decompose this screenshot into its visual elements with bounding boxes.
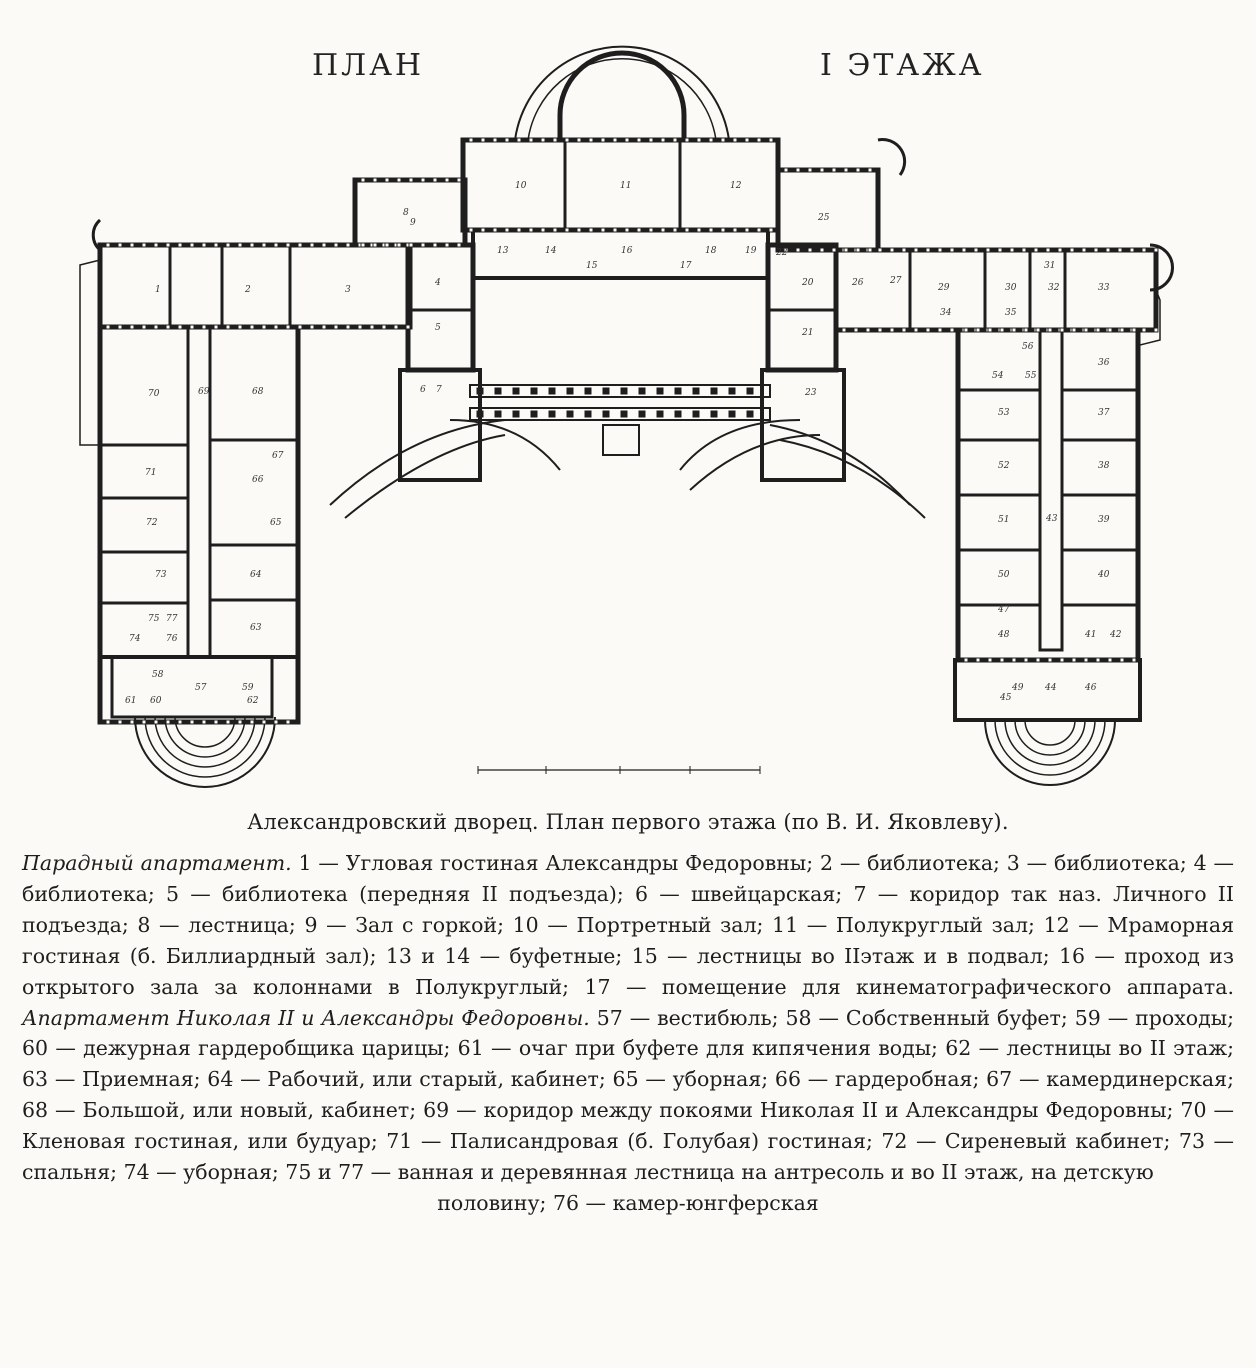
room-number-6: 6 <box>420 385 426 395</box>
room-number-12: 12 <box>730 181 742 191</box>
room-number-62: 62 <box>247 696 259 706</box>
room-number-55: 55 <box>1025 371 1037 381</box>
room-number-50: 50 <box>998 570 1010 580</box>
room-number-27: 27 <box>889 276 902 286</box>
room-number-59: 59 <box>242 683 254 693</box>
room-number-26: 26 <box>851 278 864 288</box>
room-number-76: 76 <box>166 634 178 644</box>
room-number-22: 22 <box>775 248 788 258</box>
room-number-65: 65 <box>270 518 282 528</box>
room-number-15: 15 <box>586 261 598 271</box>
room-number-47: 47 <box>997 605 1010 615</box>
room-number-69: 69 <box>198 387 210 397</box>
room-number-43: 43 <box>1045 514 1058 524</box>
room-number-44: 44 <box>1044 683 1057 693</box>
legend-text-private-apartment: 57 — вестибюль; 58 — Собственный буфет; … <box>22 1005 1234 1185</box>
figure-caption: Александровский дворец. План первого эта… <box>247 810 1009 834</box>
room-number-1: 1 <box>155 285 161 295</box>
room-number-10: 10 <box>515 181 527 191</box>
room-number-49: 49 <box>1011 683 1024 693</box>
room-number-17: 17 <box>680 261 692 271</box>
room-number-73: 73 <box>155 570 167 580</box>
room-number-37: 37 <box>1098 408 1110 418</box>
room-number-5: 5 <box>435 323 441 333</box>
room-number-4: 4 <box>434 278 441 288</box>
legend-text-state-apartment: 1 — Угловая гостиная Александры Федоровн… <box>22 851 1234 999</box>
room-number-29: 29 <box>937 283 950 293</box>
room-number-8: 8 <box>403 208 409 218</box>
room-number-41: 41 <box>1084 630 1096 640</box>
room-number-14: 14 <box>545 246 557 256</box>
room-number-18: 18 <box>705 246 717 256</box>
room-number-40: 40 <box>1097 570 1110 580</box>
room-number-51: 51 <box>998 515 1009 525</box>
room-number-70: 70 <box>148 389 160 399</box>
room-number-20: 20 <box>801 278 814 288</box>
room-number-32: 32 <box>1048 283 1060 293</box>
room-number-42: 42 <box>1109 630 1122 640</box>
room-number-71: 71 <box>145 468 156 478</box>
room-number-63: 63 <box>250 623 262 633</box>
room-number-13: 13 <box>497 246 509 256</box>
room-legend: Парадный апартамент. 1 — Угловая гостина… <box>22 848 1234 1219</box>
room-number-77: 77 <box>166 614 178 624</box>
room-number-2: 2 <box>244 285 251 295</box>
room-number-74: 74 <box>129 634 141 644</box>
room-number-30: 30 <box>1005 283 1017 293</box>
room-number-52: 52 <box>998 461 1010 471</box>
plan-walls <box>79 45 1174 788</box>
room-number-35: 35 <box>1005 308 1017 318</box>
room-number-68: 68 <box>252 387 264 397</box>
room-number-7: 7 <box>436 385 442 395</box>
room-number-31: 31 <box>1044 261 1055 271</box>
room-number-57: 57 <box>195 683 207 693</box>
room-number-45: 45 <box>999 693 1012 703</box>
legend-heading-state-apartment: Парадный апартамент. <box>22 851 292 875</box>
room-number-54: 54 <box>992 371 1004 381</box>
room-number-9: 9 <box>410 218 416 228</box>
room-number-53: 53 <box>998 408 1010 418</box>
room-number-16: 16 <box>621 246 633 256</box>
room-number-61: 61 <box>125 696 136 706</box>
room-number-72: 72 <box>146 518 158 528</box>
plan-title-left: ПЛАН <box>312 48 424 83</box>
room-number-23: 23 <box>804 388 817 398</box>
room-number-66: 66 <box>252 475 264 485</box>
room-number-64: 64 <box>250 570 262 580</box>
room-number-3: 3 <box>345 285 351 295</box>
room-number-58: 58 <box>152 670 164 680</box>
room-number-60: 60 <box>150 696 162 706</box>
room-number-46: 46 <box>1084 683 1097 693</box>
room-number-34: 34 <box>940 308 952 318</box>
room-number-11: 11 <box>620 181 631 191</box>
room-number-48: 48 <box>997 630 1010 640</box>
room-number-67: 67 <box>272 451 284 461</box>
room-number-75: 75 <box>148 614 160 624</box>
room-number-36: 36 <box>1098 358 1110 368</box>
legend-last-line: половину; 76 — камер-юнгферская <box>437 1190 819 1215</box>
legend-heading-private-apartment: Апартамент Николая II и Александры Федор… <box>22 1005 590 1030</box>
room-number-25: 25 <box>817 213 830 223</box>
room-number-33: 33 <box>1098 283 1110 293</box>
floor-plan: ПЛАН I ЭТАЖА <box>79 45 1174 788</box>
plan-title-right: I ЭТАЖА <box>820 48 985 83</box>
room-number-39: 39 <box>1098 515 1110 525</box>
scale-bar <box>477 766 761 774</box>
room-number-19: 19 <box>745 246 757 256</box>
room-number-21: 21 <box>801 328 813 338</box>
room-number-38: 38 <box>1098 461 1110 471</box>
room-number-56: 56 <box>1022 342 1034 352</box>
